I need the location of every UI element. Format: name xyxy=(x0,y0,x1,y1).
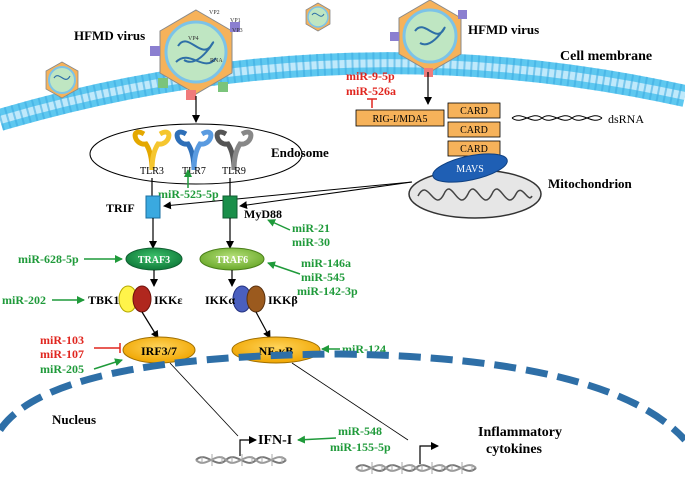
cell-membrane-label: Cell membrane xyxy=(560,49,652,64)
ikkb-node xyxy=(246,285,266,313)
myd88-label: MyD88 xyxy=(244,207,282,221)
nfkb-to-dna-line xyxy=(291,362,409,441)
virus-edge-particle xyxy=(45,61,79,99)
mitochondrion-label: Mitochondrion xyxy=(548,176,633,191)
mir-146a-arrow xyxy=(267,261,301,275)
trif-label: TRIF xyxy=(106,201,135,215)
cytokine-promoter-arrow xyxy=(419,442,439,464)
card-label-1: CARD xyxy=(460,106,488,117)
mir-21-arrow xyxy=(267,219,291,231)
vp1-label: VP1 xyxy=(230,18,241,24)
dna-helix-left xyxy=(195,454,287,466)
ikka-label: IKKα xyxy=(205,293,235,307)
virus-left-particle xyxy=(150,9,240,100)
card-box-2 xyxy=(447,121,501,138)
ikke-node xyxy=(132,285,152,313)
traf3-label: TRAF3 xyxy=(138,255,170,266)
mir-545-label: miR-545 xyxy=(301,270,345,284)
cytokines-label: cytokines xyxy=(486,442,543,457)
mir-202-label: miR-202 xyxy=(2,293,46,307)
virus-left-label: HFMD virus xyxy=(74,28,145,43)
irf3-7-label: IRF3/7 xyxy=(141,344,177,358)
card-box-1 xyxy=(447,102,501,119)
mir-103-label: miR-103 xyxy=(40,333,84,347)
mir-525-5p-label: miR-525-5p xyxy=(158,187,219,201)
virus-right-particle xyxy=(390,0,467,77)
vp3-label: VP3 xyxy=(232,28,243,34)
mir-628-5p-label: miR-628-5p xyxy=(18,252,79,266)
rig-i-mda5-label: RIG-I/MDA5 xyxy=(373,114,428,125)
dsrna-label: dsRNA xyxy=(608,112,644,126)
inflammatory-label: Inflammatory xyxy=(478,425,562,440)
ikk-to-nfkb-arrow xyxy=(255,311,271,339)
mir-103-inhibit-bar xyxy=(94,343,121,353)
tlr3-receptor xyxy=(132,129,172,171)
cell-membrane xyxy=(0,52,685,131)
endosome xyxy=(89,123,303,185)
mir-205-label: miR-205 xyxy=(40,362,84,376)
mavs-to-myd88-arrow xyxy=(239,181,413,209)
myd88-box xyxy=(222,195,238,219)
mir-548-label: miR-548 xyxy=(338,424,382,438)
rna-label: RNA xyxy=(210,58,223,64)
mir-155-5p-label: miR-155-5p xyxy=(330,440,391,454)
mavs-to-trif-arrow xyxy=(163,181,413,210)
mir-205-arrow xyxy=(93,358,123,370)
card-label-3: CARD xyxy=(460,144,488,155)
mir-21-label: miR-21 xyxy=(292,221,330,235)
rig-i-mda5-box xyxy=(355,109,445,127)
mavs-label: MAVS xyxy=(456,164,484,175)
mir-9-inhibit-bar xyxy=(367,98,377,108)
endosome-label: Endosome xyxy=(271,145,329,160)
virus-small-particle xyxy=(305,2,331,32)
tbk1-label: TBK1 xyxy=(88,293,119,307)
tlr7-receptor xyxy=(174,129,214,171)
ikkb-label: IKKβ xyxy=(268,293,298,307)
mavs-protein xyxy=(432,153,508,183)
tlr9-label: TLR9 xyxy=(222,166,246,177)
virus-right-label: HFMD virus xyxy=(468,22,539,37)
mir-526a-label: miR-526a xyxy=(346,84,396,98)
dna-helix-right xyxy=(355,462,477,474)
mir-142-3p-label: miR-142-3p xyxy=(297,284,358,298)
mir-9-5p-label: miR-9-5p xyxy=(346,69,395,83)
mir-107-label: miR-107 xyxy=(40,347,84,361)
card-label-2: CARD xyxy=(460,125,488,136)
traf6-label: TRAF6 xyxy=(216,255,248,266)
irf-to-dna-line xyxy=(169,362,239,437)
tlr3-label: TLR3 xyxy=(140,166,164,177)
nuclear-envelope xyxy=(0,350,685,443)
nucleus-label: Nucleus xyxy=(52,412,96,427)
vp2-label: VP2 xyxy=(209,10,220,16)
mir-548-arrow xyxy=(297,435,337,444)
ifn-i-label: IFN-I xyxy=(258,433,292,448)
vp4-label: VP4 xyxy=(188,36,199,42)
ifn-promoter-arrow xyxy=(239,436,257,456)
tbk1-to-irf-arrow xyxy=(141,311,159,339)
mir-146a-label: miR-146a xyxy=(301,256,351,270)
trif-box xyxy=(145,195,161,219)
dsrna-strand xyxy=(511,115,603,121)
tlr7-label: TLR7 xyxy=(182,166,206,177)
ikke-label: IKKε xyxy=(154,293,182,307)
tlr9-receptor xyxy=(214,129,254,171)
mir-30-label: miR-30 xyxy=(292,235,330,249)
